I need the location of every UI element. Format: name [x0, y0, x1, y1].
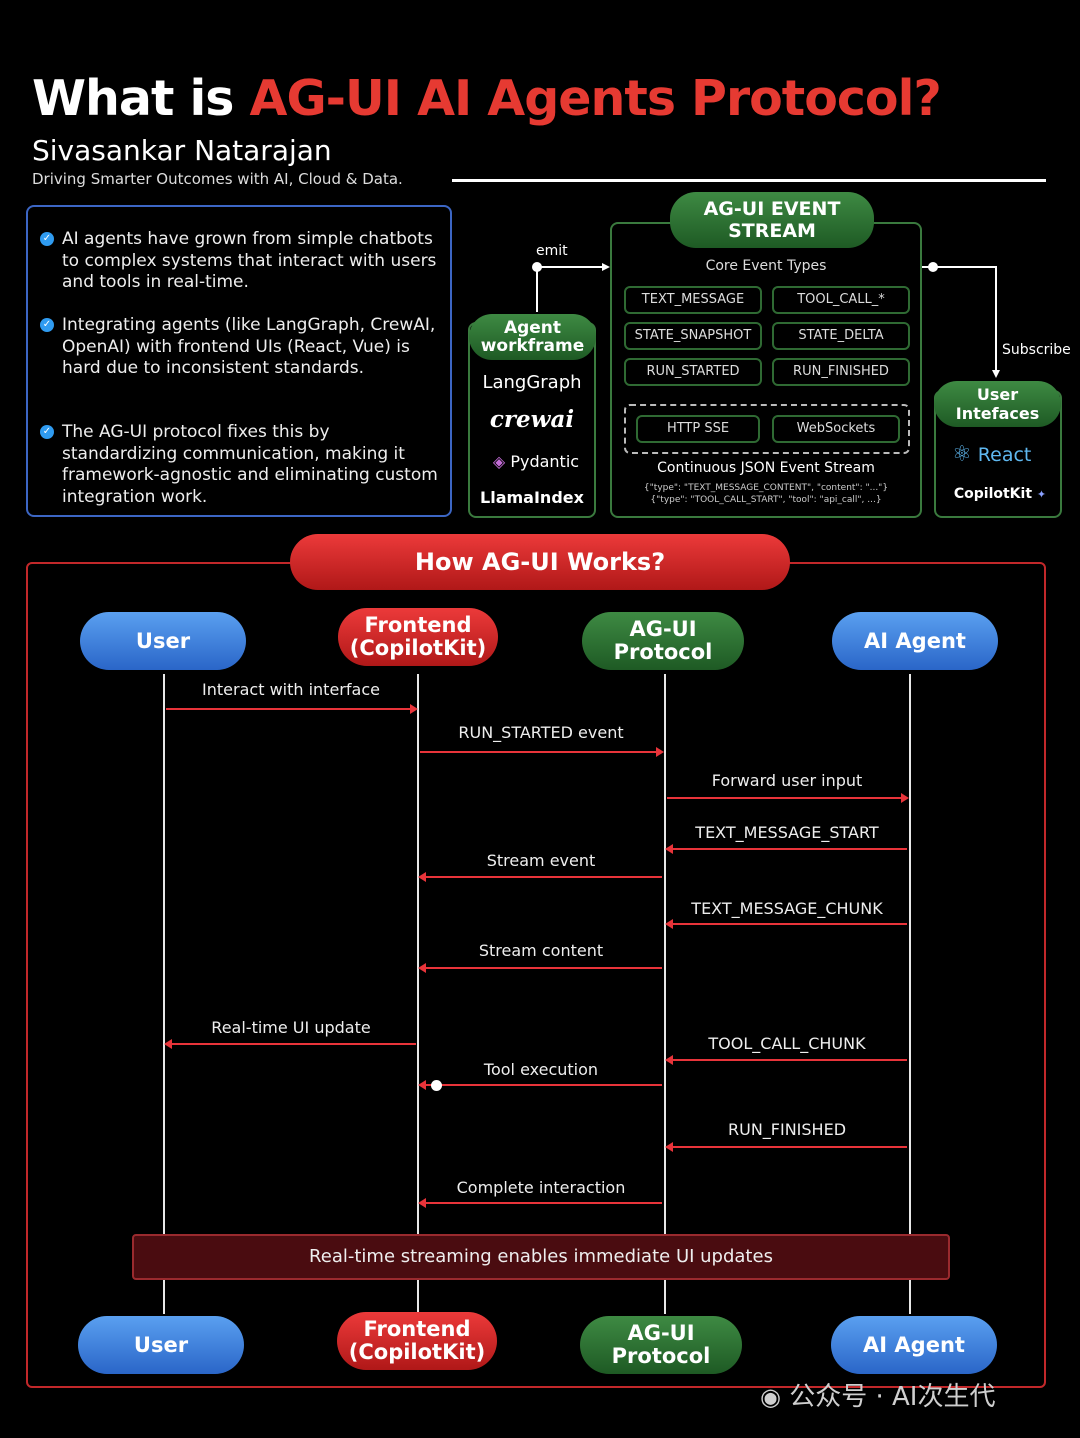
framework-pydantic: ◈ Pydantic [492, 452, 580, 471]
framework-langgraph: LangGraph [482, 372, 582, 393]
pydantic-icon: ◈ [492, 452, 506, 471]
actor-user-bottom: User [78, 1316, 244, 1374]
page-title: What is AG-UI AI Agents Protocol? [32, 70, 942, 127]
transport-http-sse: HTTP SSE [636, 415, 760, 443]
framework-llamaindex: LlamaIndex [480, 488, 584, 507]
actor-agent: AI Agent [832, 612, 998, 670]
lifeline-protocol [664, 674, 666, 1314]
message-arrow [166, 704, 418, 714]
tagline: Driving Smarter Outcomes with AI, Cloud … [32, 170, 403, 188]
message-arrow [418, 1198, 662, 1208]
message-arrow [665, 1055, 907, 1065]
agent-framework-box: LangGraph crewai ◈ Pydantic LlamaIndex [468, 322, 596, 518]
message-label: Real-time UI update [211, 1018, 371, 1037]
check-icon: ✓ [40, 232, 54, 246]
message-label: RUN_STARTED event [458, 723, 624, 742]
message-label: Stream content [478, 941, 604, 960]
event-stream-title: AG-UI EVENT STREAM [670, 192, 874, 248]
ui-copilotkit: CopilotKit ✦ [953, 486, 1047, 502]
intro-box: ✓AI agents have grown from simple chatbo… [26, 205, 452, 517]
intro-bullet: ✓AI agents have grown from simple chatbo… [40, 229, 440, 294]
message-label: TEXT_MESSAGE_START [695, 823, 879, 842]
core-event-types-label: Core Event Types [705, 258, 827, 274]
message-label: Complete interaction [456, 1178, 626, 1197]
event-stream-box: Core Event Types TEXT_MESSAGE TOOL_CALL_… [610, 222, 922, 518]
message-arrow [420, 747, 664, 757]
lifeline-frontend [417, 674, 419, 1314]
message-arrow [418, 1080, 662, 1090]
subscribe-label: Subscribe [1002, 342, 1071, 358]
message-arrow [418, 872, 662, 882]
actor-frontend-bottom: Frontend (CopilotKit) [337, 1312, 497, 1370]
tagline-divider [452, 179, 1046, 182]
watermark: ◉ 公众号 · AI次生代 [760, 1382, 996, 1412]
json-example-2: {"type": "TOOL_CALL_START", "tool": "api… [650, 495, 882, 505]
lifeline-agent [909, 674, 911, 1314]
actor-protocol-bottom: AG-UI Protocol [580, 1316, 742, 1374]
json-example-1: {"type": "TEXT_MESSAGE_CONTENT", "conten… [643, 483, 889, 493]
message-label: Tool execution [483, 1060, 599, 1079]
intro-bullet: ✓The AG-UI protocol fixes this by standa… [40, 422, 440, 508]
event-type: RUN_STARTED [624, 358, 762, 386]
message-arrow [667, 793, 909, 803]
transport-websockets: WebSockets [772, 415, 900, 443]
ui-react: ⚛ React [952, 442, 1032, 467]
emit-label: emit [536, 243, 568, 259]
message-arrow [164, 1039, 416, 1049]
user-interfaces-title: User Intefaces [934, 381, 1061, 427]
lifeline-user [163, 674, 165, 1314]
agent-framework-title: Agent workframe [469, 314, 596, 360]
message-label: Interact with interface [202, 680, 380, 699]
message-label: TOOL_CALL_CHUNK [708, 1034, 866, 1053]
transport-group: HTTP SSE WebSockets [624, 404, 910, 454]
streaming-note: Real-time streaming enables immediate UI… [132, 1234, 950, 1280]
message-arrow [665, 919, 907, 929]
message-label: Forward user input [711, 771, 863, 790]
title-white: What is [32, 70, 250, 127]
check-icon: ✓ [40, 425, 54, 439]
copilotkit-icon: ✦ [1036, 488, 1047, 501]
message-arrow [418, 963, 662, 973]
actor-frontend: Frontend (CopilotKit) [338, 608, 498, 666]
json-stream-label: Continuous JSON Event Stream [657, 460, 875, 476]
framework-crewai: crewai [489, 406, 575, 433]
actor-user: User [80, 612, 246, 670]
event-type: STATE_SNAPSHOT [624, 322, 762, 350]
actor-protocol: AG-UI Protocol [582, 612, 744, 670]
react-icon: ⚛ [952, 442, 972, 467]
title-red: AG-UI AI Agents Protocol? [249, 70, 942, 127]
event-type: TOOL_CALL_* [772, 286, 910, 314]
message-arrow [665, 844, 907, 854]
message-label: RUN_FINISHED [727, 1120, 847, 1139]
architecture-connectors [532, 262, 1000, 378]
intro-bullet: ✓Integrating agents (like LangGraph, Cre… [40, 315, 440, 380]
event-type: RUN_FINISHED [772, 358, 910, 386]
wechat-icon: ◉ [760, 1383, 781, 1411]
tool-execution-dot [431, 1080, 442, 1091]
event-type: TEXT_MESSAGE [624, 286, 762, 314]
event-type: STATE_DELTA [772, 322, 910, 350]
how-title: How AG-UI Works? [290, 534, 790, 590]
message-label: TEXT_MESSAGE_CHUNK [691, 899, 883, 918]
author: Sivasankar Natarajan [32, 134, 332, 167]
message-label: Stream event [486, 851, 596, 870]
actor-agent-bottom: AI Agent [831, 1316, 997, 1374]
message-arrow [665, 1142, 907, 1152]
check-icon: ✓ [40, 318, 54, 332]
